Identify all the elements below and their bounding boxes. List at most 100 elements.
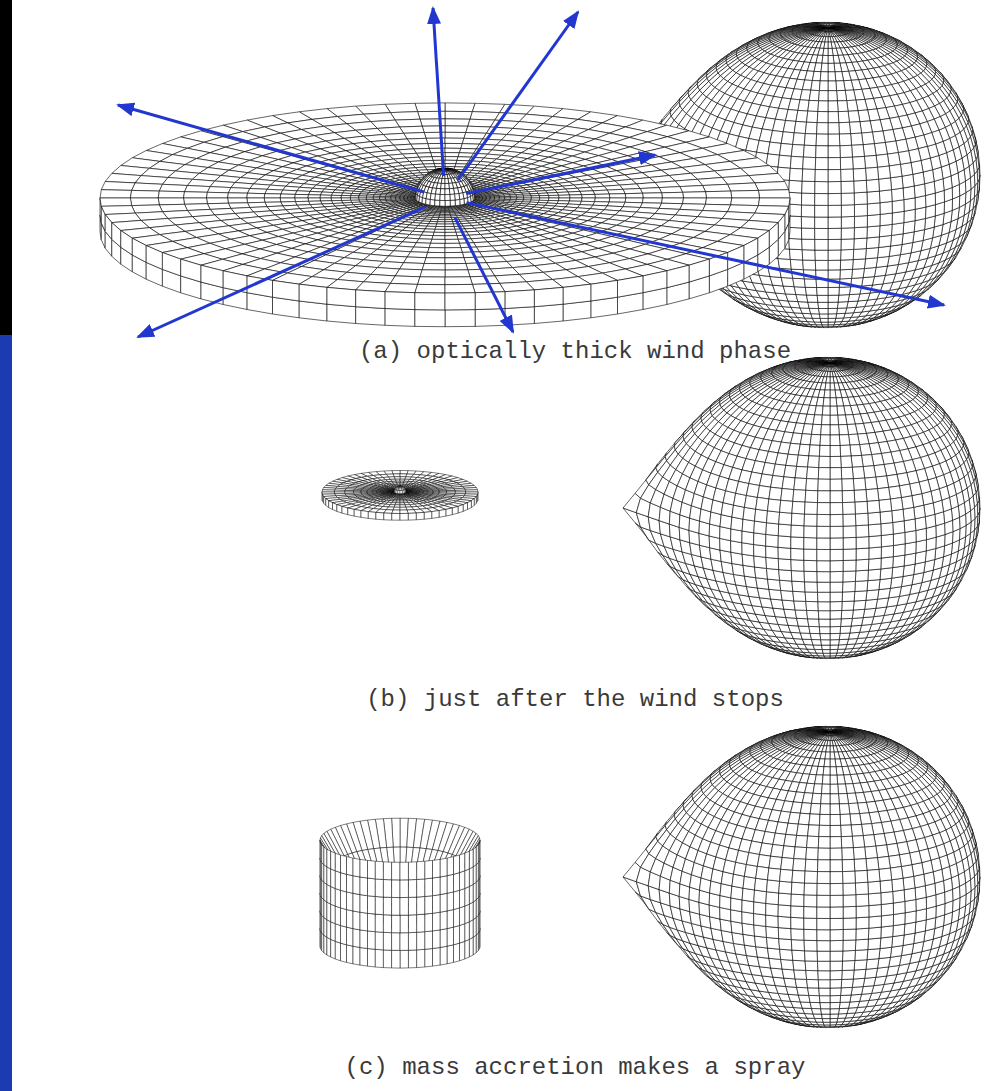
mesh-face <box>466 126 491 133</box>
mesh-face <box>821 322 828 325</box>
mesh-face <box>815 182 828 194</box>
mesh-face <box>804 279 816 288</box>
mesh-face <box>892 200 904 213</box>
mesh-face <box>445 143 462 148</box>
mesh-face <box>847 100 858 111</box>
mesh-face <box>802 239 815 250</box>
mesh-face <box>819 309 828 314</box>
mesh-face <box>815 205 828 217</box>
mesh-face <box>390 112 420 121</box>
mesh-face <box>789 249 802 260</box>
mesh-face <box>464 133 487 140</box>
mesh-face <box>864 258 877 269</box>
mesh-face <box>903 186 915 200</box>
mesh-face <box>789 180 802 193</box>
mesh-face <box>815 260 828 270</box>
mesh-face <box>880 213 892 226</box>
mesh-face <box>815 239 828 250</box>
mesh-face <box>445 153 459 157</box>
mesh-face <box>807 295 818 302</box>
mesh-face <box>470 112 500 121</box>
mesh-face <box>840 157 853 169</box>
mesh-face <box>780 143 793 156</box>
mesh-face <box>445 119 470 126</box>
mesh-face <box>849 122 861 134</box>
mesh-face <box>835 72 844 81</box>
mesh-face <box>794 121 806 133</box>
mesh-face <box>874 143 887 156</box>
mesh-face <box>828 287 839 295</box>
mesh-face <box>798 302 809 309</box>
mesh-face <box>816 134 828 146</box>
mesh-face <box>828 217 841 229</box>
mesh-face <box>828 250 841 261</box>
mesh-face <box>820 72 828 81</box>
mesh-face <box>878 166 891 179</box>
mesh-face <box>911 160 923 174</box>
mesh-face <box>801 205 814 217</box>
mesh-face <box>823 48 828 55</box>
mesh-face <box>854 180 867 193</box>
mesh-face <box>878 246 891 258</box>
mesh-face <box>841 228 854 240</box>
mesh-face <box>853 156 866 169</box>
mesh-face <box>839 287 851 295</box>
mesh-face <box>385 103 418 112</box>
mesh-face <box>828 63 835 72</box>
mesh-face <box>836 313 845 318</box>
mesh-face <box>788 227 801 239</box>
mesh-face <box>900 163 912 177</box>
mesh-face <box>817 112 828 123</box>
mesh-face <box>879 178 892 191</box>
mesh-face <box>828 158 841 170</box>
mesh-face <box>828 134 840 146</box>
mesh-face <box>852 145 865 158</box>
slide-edge <box>0 0 12 335</box>
mesh-face <box>819 81 828 91</box>
mesh-face <box>445 126 468 133</box>
mesh-face <box>891 234 904 246</box>
mesh-face <box>828 295 839 302</box>
mesh-face <box>828 146 840 158</box>
mesh-face <box>880 201 892 214</box>
mesh-face <box>805 287 817 295</box>
mesh-face <box>445 148 461 153</box>
mesh-face <box>863 144 876 157</box>
mesh-face <box>816 146 828 158</box>
mesh-face <box>818 302 828 308</box>
mesh-face <box>828 270 840 279</box>
mesh-face <box>828 91 837 101</box>
mesh-face <box>828 101 838 112</box>
mesh-face <box>838 295 849 303</box>
mesh-face <box>828 48 833 55</box>
mesh-face <box>791 145 804 158</box>
mesh-face <box>445 132 466 138</box>
mesh-face <box>822 55 828 63</box>
mesh-face <box>853 168 866 181</box>
mesh-face <box>815 194 828 206</box>
mesh-face <box>891 176 904 190</box>
mesh-face <box>854 204 867 217</box>
mesh-face <box>828 318 836 322</box>
mesh-face <box>837 101 848 112</box>
mesh-face <box>812 71 821 81</box>
mesh-face <box>809 90 819 101</box>
mesh-face <box>815 158 828 170</box>
mesh-face <box>828 228 841 239</box>
mesh-face <box>867 203 880 216</box>
mesh-face <box>817 123 828 135</box>
mesh-face <box>841 193 854 205</box>
mesh-face <box>876 256 889 267</box>
mesh-face <box>892 223 904 236</box>
mesh-face <box>854 227 867 239</box>
mesh-face <box>828 182 841 194</box>
mesh-face <box>802 169 815 182</box>
mesh-face <box>783 121 796 133</box>
mesh-face <box>866 179 879 192</box>
mesh-face <box>867 214 880 227</box>
mesh-face <box>778 155 791 168</box>
mesh-face <box>828 205 841 217</box>
mesh-face <box>400 126 425 133</box>
mesh-face <box>824 42 828 48</box>
